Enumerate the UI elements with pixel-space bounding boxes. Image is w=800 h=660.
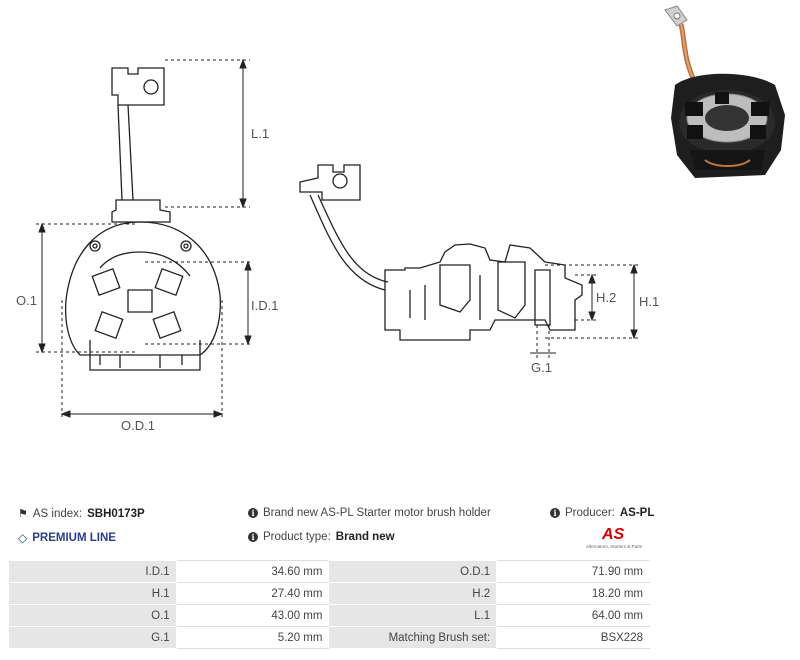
photo-holder-body — [671, 73, 785, 178]
label-o1: O.1 — [16, 293, 37, 308]
table-row: H.1 27.40 mm H.2 18.20 mm — [8, 582, 650, 605]
description-text: Brand new AS-PL Starter motor brush hold… — [263, 507, 491, 519]
spec-label: H.2 — [328, 582, 498, 605]
spec-value: 5.20 mm — [175, 626, 330, 649]
info-icon: i — [248, 532, 258, 542]
label-od1: O.D.1 — [121, 418, 155, 433]
spec-label: G.1 — [8, 626, 177, 649]
table-row: I.D.1 34.60 mm O.D.1 71.90 mm — [8, 560, 650, 583]
spec-value: 34.60 mm — [175, 560, 330, 583]
product-type-label: Product type: — [263, 531, 331, 543]
producer-value: AS-PL — [619, 507, 655, 519]
premium-line: ◇ PREMIUM LINE — [18, 531, 116, 545]
spec-label: H.1 — [8, 582, 177, 605]
front-view-plate — [64, 221, 221, 371]
product-photo — [664, 5, 785, 178]
spec-value: 43.00 mm — [175, 604, 330, 627]
spec-label: O.D.1 — [328, 560, 498, 583]
specs-table: I.D.1 34.60 mm O.D.1 71.90 mm H.1 27.40 … — [8, 560, 650, 649]
as-logo: AS Alternators, Starters & Parts — [586, 526, 650, 552]
front-view-terminal — [111, 67, 171, 223]
spec-label: O.1 — [8, 604, 177, 627]
as-index-value: SBH0173P — [87, 507, 145, 520]
as-index-label: AS index: — [32, 507, 83, 520]
logo-tagline: Alternators, Starters & Parts — [586, 544, 643, 549]
spec-value: BSX228 — [496, 626, 650, 649]
info-icon: i — [248, 508, 258, 518]
dimension-g1 — [530, 325, 556, 358]
tag-icon: ⚑ — [18, 508, 28, 520]
spec-value: 18.20 mm — [496, 582, 650, 605]
spec-value: 27.40 mm — [175, 582, 330, 605]
diamond-icon: ◇ — [18, 531, 28, 545]
dimension-h1 — [545, 263, 640, 340]
table-row: G.1 5.20 mm Matching Brush set: BSX228 — [8, 626, 650, 649]
info-icon: i — [550, 508, 560, 518]
logo-mark: AS — [602, 526, 625, 543]
dimension-l1 — [165, 58, 250, 209]
product-type-value: Brand new — [335, 531, 395, 543]
label-h1: H.1 — [639, 294, 659, 309]
label-id1: I.D.1 — [251, 298, 278, 313]
spec-label: L.1 — [328, 604, 498, 627]
spec-label: Matching Brush set: — [328, 626, 498, 649]
spec-label: I.D.1 — [8, 560, 177, 583]
photo-terminal — [664, 5, 696, 79]
technical-drawing: L.1 O.1 I.D.1 O.D.1 H.1 H.2 G.1 — [16, 58, 659, 433]
dimension-od1 — [60, 300, 224, 420]
dimension-id1 — [145, 260, 252, 346]
producer-label: Producer: — [565, 507, 615, 519]
premium-line-text: PREMIUM LINE — [32, 532, 116, 544]
label-h2: H.2 — [596, 290, 616, 305]
side-view — [299, 164, 583, 341]
spec-value: 71.90 mm — [496, 560, 650, 583]
dimension-h2 — [575, 273, 598, 322]
product-type: i Product type: Brand new — [248, 531, 395, 543]
as-index: ⚑ AS index: SBH0173P — [18, 507, 145, 521]
label-l1: L.1 — [251, 126, 269, 141]
table-row: O.1 43.00 mm L.1 64.00 mm — [8, 604, 650, 627]
producer: i Producer: AS-PL — [550, 507, 654, 519]
spec-value: 64.00 mm — [496, 604, 650, 627]
label-g1: G.1 — [531, 360, 552, 375]
description: i Brand new AS-PL Starter motor brush ho… — [248, 507, 491, 519]
dimension-o1 — [36, 222, 138, 354]
